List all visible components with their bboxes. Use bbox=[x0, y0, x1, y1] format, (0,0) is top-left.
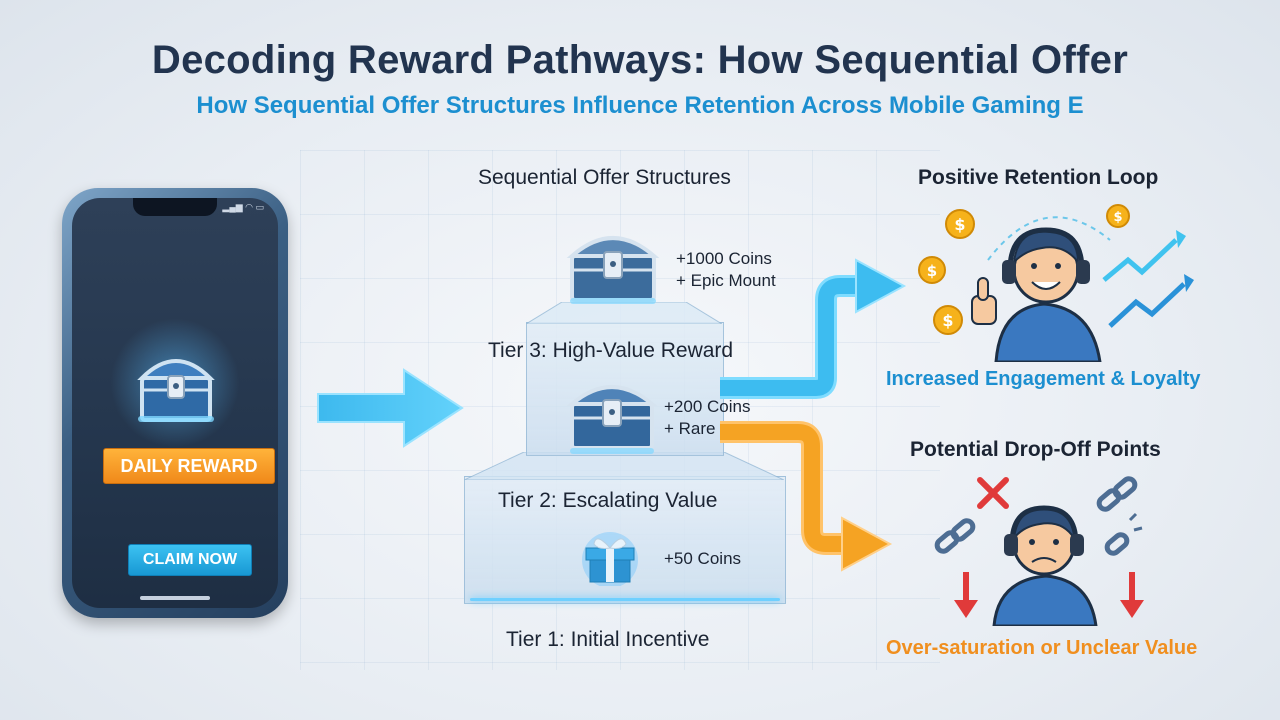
tier-3-reward-line2: + Epic Mount bbox=[676, 271, 776, 290]
positive-caption: Increased Engagement & Loyalty bbox=[886, 368, 1201, 390]
phone-notch bbox=[133, 198, 217, 216]
down-arrow-icon bbox=[954, 572, 1144, 618]
tier-2-reward-line1: +200 Coins bbox=[664, 397, 751, 416]
tier-1-glow bbox=[470, 598, 780, 601]
status-icons: ▂▄▆ ◠ ▭ bbox=[222, 202, 264, 212]
broken-chain-icon bbox=[934, 476, 1143, 556]
tier-3-label: Tier 3: High-Value Reward bbox=[488, 339, 734, 362]
treasure-chest-icon bbox=[562, 366, 662, 460]
svg-text:$: $ bbox=[1113, 210, 1122, 225]
tier-3-reward: +1000 Coins + Epic Mount bbox=[676, 248, 776, 292]
tier-2-top-face bbox=[526, 302, 722, 324]
headset-icon bbox=[1004, 505, 1084, 556]
x-mark-icon bbox=[977, 477, 1009, 509]
flow-arrow-right-icon bbox=[316, 366, 466, 450]
treasure-chest-icon bbox=[128, 338, 224, 434]
gift-box-icon bbox=[576, 526, 644, 586]
tier-1-reward: +50 Coins bbox=[664, 549, 742, 568]
daily-reward-banner: DAILY REWARD bbox=[103, 448, 275, 484]
page-subtitle: How Sequential Offer Structures Influenc… bbox=[196, 92, 1084, 119]
treasure-chest-icon bbox=[560, 216, 666, 312]
tier-1-top-face bbox=[464, 452, 784, 480]
phone-screen: ▂▄▆ ◠ ▭ DAILY REWARD CLAIM NOW bbox=[72, 198, 278, 608]
positive-heading: Positive Retention Loop bbox=[918, 166, 1159, 189]
structure-heading: Sequential Offer Structures bbox=[478, 166, 731, 189]
tier-3-reward-line1: +1000 Coins bbox=[676, 249, 772, 268]
coin-icon: $ $ $ $ bbox=[918, 204, 1130, 335]
svg-text:$: $ bbox=[954, 215, 965, 234]
positive-path-arrow-icon bbox=[718, 250, 908, 410]
phone-device: ▂▄▆ ◠ ▭ DAILY REWARD CLAIM NOW bbox=[62, 188, 288, 618]
dropoff-path-arrow-icon bbox=[718, 420, 898, 580]
trend-up-icon bbox=[1102, 230, 1194, 328]
svg-text:$: $ bbox=[942, 311, 953, 330]
negative-heading: Potential Drop-Off Points bbox=[910, 438, 1161, 461]
svg-text:$: $ bbox=[927, 262, 937, 280]
thumbs-up-icon bbox=[971, 277, 997, 325]
home-indicator bbox=[140, 596, 210, 600]
tier-1-block bbox=[464, 476, 786, 604]
happy-gamer-illustration: $ $ $ $ bbox=[914, 200, 1204, 362]
headset-icon bbox=[1002, 227, 1090, 284]
tier-1-label: Tier 1: Initial Incentive bbox=[506, 628, 710, 651]
page-title: Decoding Reward Pathways: How Sequential… bbox=[151, 38, 1129, 82]
sad-gamer-illustration bbox=[926, 468, 1166, 626]
tier-2-label: Tier 2: Escalating Value bbox=[498, 489, 718, 512]
negative-caption: Over-saturation or Unclear Value bbox=[886, 637, 1198, 659]
claim-now-button[interactable]: CLAIM NOW bbox=[128, 544, 252, 576]
